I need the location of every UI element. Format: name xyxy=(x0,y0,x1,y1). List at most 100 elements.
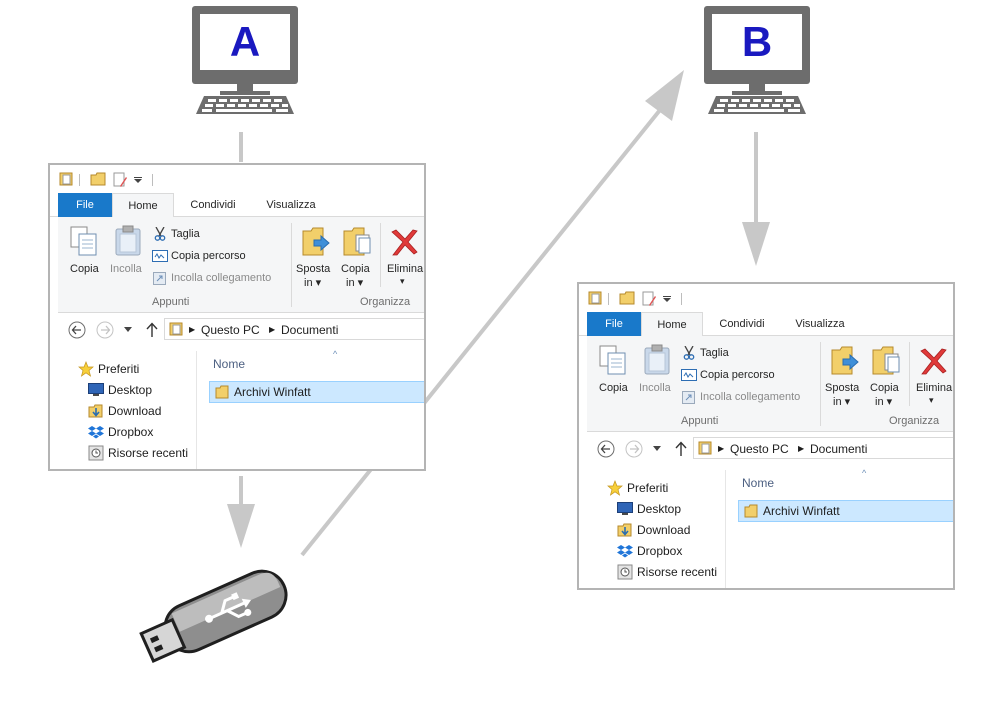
copy-to-icon[interactable] xyxy=(342,225,372,257)
paste-icon[interactable] xyxy=(114,225,142,257)
cut-button[interactable]: Taglia xyxy=(171,228,200,240)
up-arrow-icon[interactable] xyxy=(675,441,687,457)
tab-condividi[interactable]: Condividi xyxy=(719,318,765,330)
file-explorer-a: File Home Condividi Visualizza Copia Inc… xyxy=(48,163,426,471)
nav-preferiti[interactable]: Preferiti xyxy=(627,481,669,495)
tab-file[interactable]: File xyxy=(58,193,112,217)
tab-visualizza[interactable]: Visualizza xyxy=(795,318,845,330)
tab-condividi[interactable]: Condividi xyxy=(190,199,236,211)
rename-icon[interactable] xyxy=(641,291,657,307)
nav-desktop[interactable]: Desktop xyxy=(637,502,682,516)
paste-button[interactable]: Incolla xyxy=(639,382,671,394)
list-item-label: Archivi Winfatt xyxy=(763,504,840,518)
breadcrumb-separator-icon: ▶ xyxy=(189,325,196,334)
copy-icon[interactable] xyxy=(598,344,628,376)
cut-button[interactable]: Taglia xyxy=(700,347,729,359)
paste-shortcut-button[interactable]: Incolla collegamento xyxy=(171,272,272,284)
paste-icon[interactable] xyxy=(643,344,671,376)
properties-icon[interactable] xyxy=(59,172,73,186)
new-folder-icon[interactable] xyxy=(90,172,106,186)
paste-button[interactable]: Incolla xyxy=(110,263,142,275)
tab-home[interactable]: Home xyxy=(112,193,174,218)
nav-risorse-recenti[interactable]: Risorse recenti xyxy=(108,446,189,460)
move-to-icon[interactable] xyxy=(301,225,331,257)
address-bar[interactable]: ▶ Questo PC ▶ Documenti xyxy=(693,437,953,459)
copy-to-button[interactable]: Copia xyxy=(341,263,370,275)
breadcrumb-documenti[interactable]: Documenti xyxy=(281,323,339,337)
scissors-icon[interactable] xyxy=(154,227,166,241)
nav-dropbox[interactable]: Dropbox xyxy=(108,425,154,439)
delete-button[interactable]: Elimina xyxy=(916,382,953,394)
breadcrumb-separator-icon: ▶ xyxy=(269,325,276,334)
properties-icon[interactable] xyxy=(588,291,602,305)
nav-download[interactable]: Download xyxy=(108,404,162,418)
copy-path-icon[interactable] xyxy=(681,369,697,381)
recent-locations-chevron-icon[interactable] xyxy=(124,327,132,332)
copy-to-icon[interactable] xyxy=(871,344,901,376)
sort-ascending-icon: ^ xyxy=(862,468,867,478)
copy-icon[interactable] xyxy=(69,225,99,257)
column-header-nome[interactable]: Nome xyxy=(213,357,246,371)
list-item[interactable]: Archivi Winfatt xyxy=(209,381,424,403)
delete-icon[interactable] xyxy=(389,227,419,257)
copy-to-caret[interactable]: in ▾ xyxy=(346,277,364,289)
up-arrow-icon[interactable] xyxy=(146,322,158,338)
column-header-nome[interactable]: Nome xyxy=(742,476,775,490)
download-folder-icon xyxy=(617,523,632,537)
paste-shortcut-button[interactable]: Incolla collegamento xyxy=(700,391,801,403)
tab-visualizza[interactable]: Visualizza xyxy=(266,199,316,211)
copy-button[interactable]: Copia xyxy=(599,382,628,394)
navigation-pane: Preferiti Desktop Download Dropbox Risor… xyxy=(579,470,725,588)
customize-qat-icon[interactable] xyxy=(134,177,142,183)
copy-path-button[interactable]: Copia percorso xyxy=(171,250,246,262)
move-to-icon[interactable] xyxy=(830,344,860,376)
organize-group-label: Organizza xyxy=(360,296,411,308)
move-to-caret[interactable]: in ▾ xyxy=(833,396,851,408)
organize-group-label: Organizza xyxy=(889,415,940,427)
scissors-icon[interactable] xyxy=(683,346,695,360)
delete-caret[interactable]: ▾ xyxy=(929,395,934,405)
move-to-button[interactable]: Sposta xyxy=(825,382,860,394)
paste-shortcut-icon[interactable] xyxy=(153,271,166,285)
monitor-icon: B xyxy=(704,6,810,84)
copy-path-button[interactable]: Copia percorso xyxy=(700,369,775,381)
quick-access-toolbar xyxy=(50,165,424,193)
nav-dropbox[interactable]: Dropbox xyxy=(637,544,683,558)
clipboard-group-label: Appunti xyxy=(152,296,190,308)
clipboard-group-label: Appunti xyxy=(681,415,719,427)
rename-icon[interactable] xyxy=(112,172,128,188)
forward-icon[interactable] xyxy=(625,440,643,458)
download-folder-icon xyxy=(88,404,103,418)
delete-button[interactable]: Elimina xyxy=(387,263,424,275)
nav-download[interactable]: Download xyxy=(637,523,691,537)
tab-file[interactable]: File xyxy=(587,312,641,336)
nav-desktop[interactable]: Desktop xyxy=(108,383,153,397)
copy-button[interactable]: Copia xyxy=(70,263,99,275)
star-icon xyxy=(607,480,623,496)
desktop-icon xyxy=(88,383,104,396)
recent-locations-chevron-icon[interactable] xyxy=(653,446,661,451)
delete-icon[interactable] xyxy=(918,346,948,376)
recent-places-icon xyxy=(88,445,104,461)
copy-to-button[interactable]: Copia xyxy=(870,382,899,394)
forward-icon[interactable] xyxy=(96,321,114,339)
move-to-button[interactable]: Sposta xyxy=(296,263,331,275)
back-icon[interactable] xyxy=(597,440,615,458)
breadcrumb-documenti[interactable]: Documenti xyxy=(810,442,868,456)
breadcrumb-questo-pc[interactable]: Questo PC xyxy=(201,323,260,337)
paste-shortcut-icon[interactable] xyxy=(682,390,695,404)
copy-to-caret[interactable]: in ▾ xyxy=(875,396,893,408)
address-bar[interactable]: ▶ Questo PC ▶ Documenti xyxy=(164,318,424,340)
customize-qat-icon[interactable] xyxy=(663,296,671,302)
copy-path-icon[interactable] xyxy=(152,250,168,262)
folder-icon xyxy=(744,504,758,518)
nav-preferiti[interactable]: Preferiti xyxy=(98,362,140,376)
delete-caret[interactable]: ▾ xyxy=(400,276,405,286)
back-icon[interactable] xyxy=(68,321,86,339)
new-folder-icon[interactable] xyxy=(619,291,635,305)
nav-risorse-recenti[interactable]: Risorse recenti xyxy=(637,565,718,579)
list-item[interactable]: Archivi Winfatt xyxy=(738,500,953,522)
move-to-caret[interactable]: in ▾ xyxy=(304,277,322,289)
breadcrumb-questo-pc[interactable]: Questo PC xyxy=(730,442,789,456)
tab-home[interactable]: Home xyxy=(641,312,703,337)
